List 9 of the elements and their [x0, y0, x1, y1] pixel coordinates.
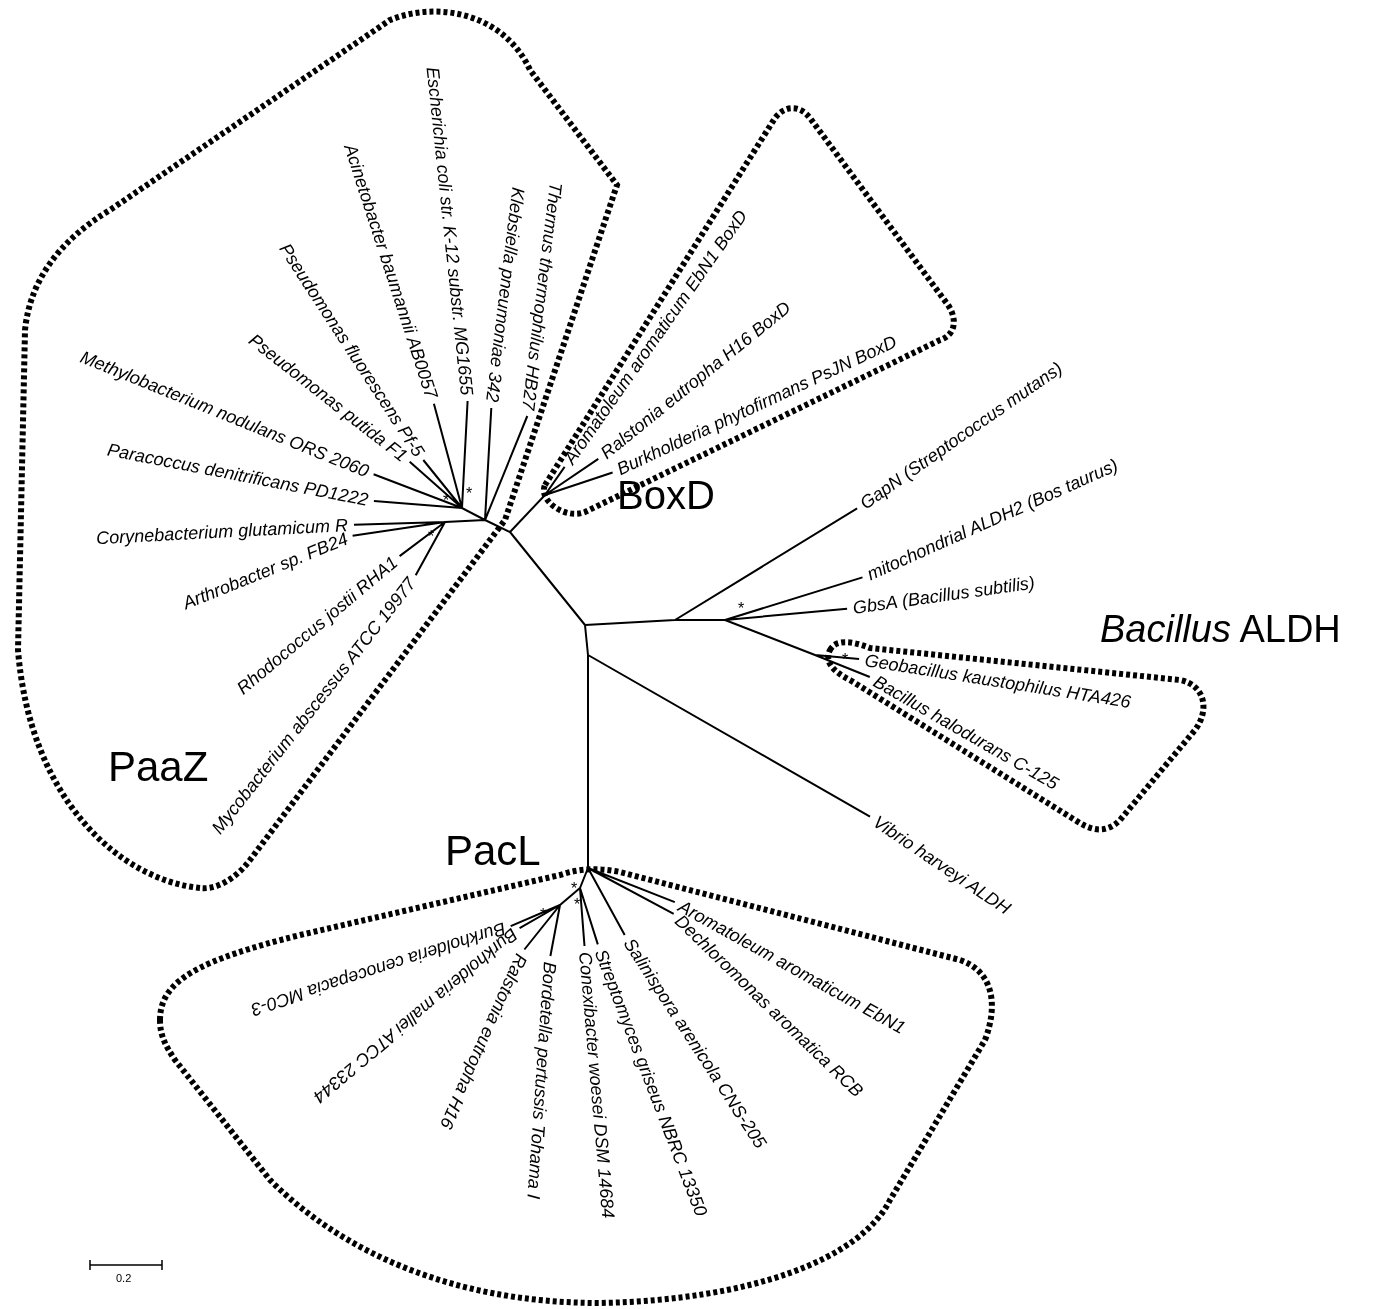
- significance-mark: *: [466, 486, 473, 502]
- significance-mark: *: [571, 881, 578, 897]
- clade-label: PacL: [445, 830, 541, 872]
- scale-bar-label: 0.2: [116, 1273, 132, 1284]
- clade-label: PaaZ: [108, 746, 209, 788]
- clade-label: BoxD: [617, 475, 715, 515]
- significance-mark: *: [738, 601, 745, 617]
- significance-mark: *: [574, 897, 581, 913]
- clade-label: Bacillus ALDH: [1100, 610, 1341, 648]
